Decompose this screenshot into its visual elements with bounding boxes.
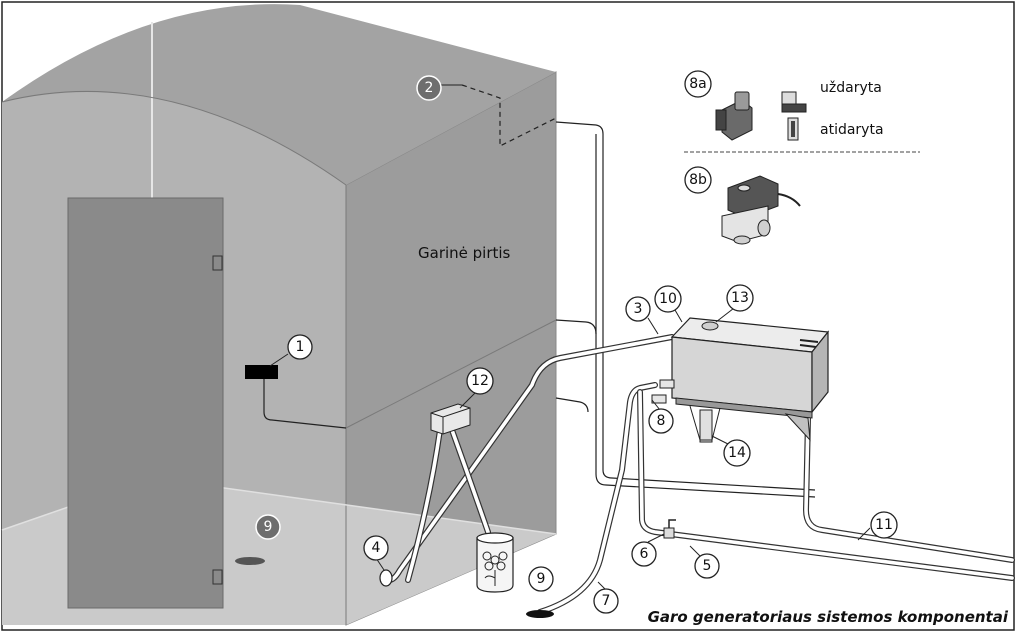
closed-label: uždaryta (820, 80, 882, 96)
callout-10: 10 (654, 285, 682, 313)
solenoid-valve-8b-icon (721, 175, 801, 245)
steam-generator (651, 317, 830, 443)
svg-text:9: 9 (537, 571, 546, 587)
svg-text:13: 13 (731, 290, 749, 306)
manual-valve-8a-icon (715, 91, 753, 141)
diagram-caption: Garo generatoriaus sistemos komponentai (648, 608, 1009, 626)
door (67, 197, 224, 609)
svg-text:14: 14 (728, 445, 746, 461)
svg-text:8a: 8a (689, 76, 707, 92)
callout-5: 5 (694, 553, 720, 579)
legend: uždaryta atidaryta (684, 80, 920, 245)
callout-3: 3 (625, 296, 651, 322)
closed-symbol-icon (781, 91, 807, 113)
door-hinge-bottom (212, 569, 223, 585)
svg-text:10: 10 (659, 291, 677, 307)
room-roof (2, 4, 556, 186)
svg-text:9: 9 (264, 519, 273, 535)
callout-13: 13 (726, 284, 754, 312)
callout-9-inside: 9 (255, 514, 281, 540)
svg-text:4: 4 (372, 540, 381, 556)
pipes (383, 334, 1015, 615)
svg-text:5: 5 (703, 558, 712, 574)
open-symbol-icon (787, 117, 799, 141)
svg-text:2: 2 (425, 80, 434, 96)
svg-text:7: 7 (602, 593, 611, 609)
open-label: atidaryta (820, 122, 884, 138)
svg-text:11: 11 (875, 517, 893, 533)
leader-lines (269, 84, 871, 591)
callout-7: 7 (593, 588, 619, 614)
svg-text:1: 1 (296, 339, 305, 355)
steam-room: Garinė pirtis (1, 4, 557, 626)
callout-11: 11 (870, 511, 898, 539)
callout-4: 4 (363, 535, 389, 561)
callout-6: 6 (631, 541, 657, 567)
manual-valve (663, 519, 676, 539)
svg-text:6: 6 (640, 546, 649, 562)
junction-box (430, 403, 471, 435)
floor-drain-outside (526, 610, 554, 618)
callout-8: 8 (648, 408, 674, 434)
door-hinge-top (212, 255, 223, 271)
callout-12: 12 (466, 367, 494, 395)
essence-cup (476, 532, 514, 593)
control-panel-cable (263, 379, 347, 429)
svg-text:8b: 8b (689, 172, 707, 188)
callout-2: 2 (416, 75, 442, 101)
callout-9-outside: 9 (528, 566, 554, 592)
steam-nozzle-dashed (461, 84, 557, 147)
callout-14: 14 (723, 439, 751, 467)
svg-text:12: 12 (471, 373, 489, 389)
svg-text:3: 3 (634, 301, 643, 317)
room-label: Garinė pirtis (418, 244, 511, 262)
floor-drain-inside (235, 557, 265, 565)
callout-1: 1 (287, 334, 313, 360)
control-panel (245, 365, 278, 379)
steam-nozzle (379, 569, 393, 587)
callout-8a: 8a (684, 70, 712, 98)
callout-8b: 8b (684, 166, 712, 194)
svg-text:8: 8 (657, 413, 666, 429)
